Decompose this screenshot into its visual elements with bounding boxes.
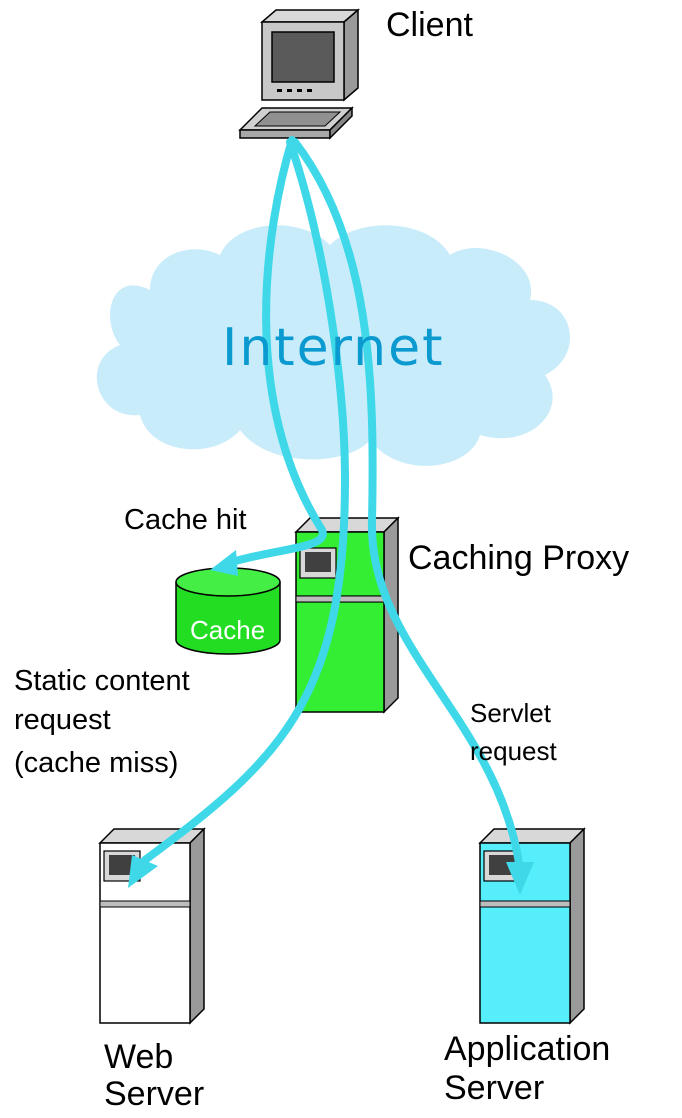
web-server-label-line2: Server: [104, 1075, 205, 1113]
servlet-request-label-line2: request: [470, 736, 557, 766]
cache-hit-flow: [228, 136, 327, 566]
application-server-label-line2: Server: [444, 1069, 545, 1107]
static-arrowhead: [128, 855, 158, 888]
static-content-label-line3: (cache miss): [14, 747, 179, 779]
static-content-label-line2: request: [14, 704, 111, 736]
internet-label: Internet: [222, 318, 445, 378]
servlet-request-flow: [291, 138, 524, 874]
servlet-request-label-line1: Servlet: [470, 698, 551, 728]
application-server-icon: [478, 827, 586, 1025]
static-request-flow: [141, 138, 350, 864]
application-server-label-line1: Application: [444, 1030, 611, 1068]
static-content-label-line1: Static content: [14, 665, 190, 697]
cache-hit-arrowhead: [210, 550, 238, 576]
servlet-arrowhead: [506, 862, 534, 895]
client-computer-icon: [238, 8, 361, 140]
client-label: Client: [386, 6, 473, 44]
arrowheads: [128, 550, 534, 895]
cache-label: Cache: [190, 615, 266, 645]
caching-proxy-label: Caching Proxy: [408, 539, 630, 577]
cache-disk-icon: [175, 567, 281, 655]
request-flows: [141, 136, 524, 874]
web-server-label-line1: Web: [104, 1038, 174, 1076]
cache-hit-label: Cache hit: [124, 504, 247, 536]
